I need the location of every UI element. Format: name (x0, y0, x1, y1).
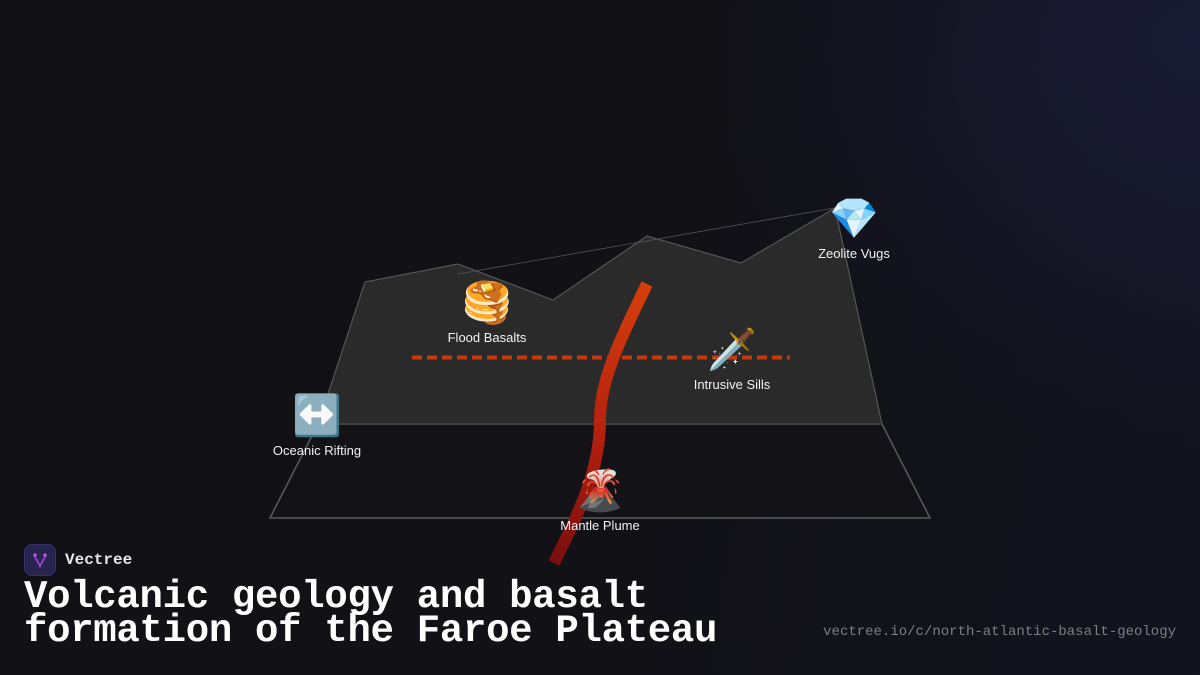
node-label: Flood Basalts (447, 330, 527, 345)
pancakes-icon: 🥞 (462, 281, 512, 325)
node-flood-basalts[interactable]: 🥞 Flood Basalts (448, 280, 527, 345)
title-line-2: formation of the Faroe Plateau (24, 609, 718, 653)
page-title: Volcanic geology and basalt formation of… (24, 578, 717, 651)
volcano-icon: 🌋 (575, 469, 625, 513)
node-label: Intrusive Sills (693, 377, 771, 392)
mantle-plume-conduit (548, 281, 653, 566)
dagger-icon: 🗡️ (707, 328, 757, 372)
plateau-profile (317, 207, 883, 425)
brand: Vectree (24, 544, 132, 576)
node-label: Zeolite Vugs (818, 246, 890, 261)
node-oceanic-rifting[interactable]: ↔️ Oceanic Rifting (273, 393, 361, 458)
node-label: Oceanic Rifting (272, 443, 362, 458)
node-mantle-plume[interactable]: 🌋 Mantle Plume (560, 468, 639, 533)
left-right-arrow-icon: ↔️ (292, 394, 342, 438)
gem-icon: 💎 (829, 197, 879, 241)
source-url[interactable]: vectree.io/c/north-atlantic-basalt-geolo… (823, 624, 1176, 640)
brand-name: Vectree (65, 551, 133, 569)
title-line-1: Volcanic geology and basalt (24, 575, 648, 619)
vectree-logo-icon (24, 544, 56, 576)
node-intrusive-sills[interactable]: 🗡️ Intrusive Sills (694, 327, 771, 392)
ridge-line (457, 206, 841, 275)
node-label: Mantle Plume (560, 518, 640, 533)
node-zeolite-vugs[interactable]: 💎 Zeolite Vugs (818, 196, 890, 261)
